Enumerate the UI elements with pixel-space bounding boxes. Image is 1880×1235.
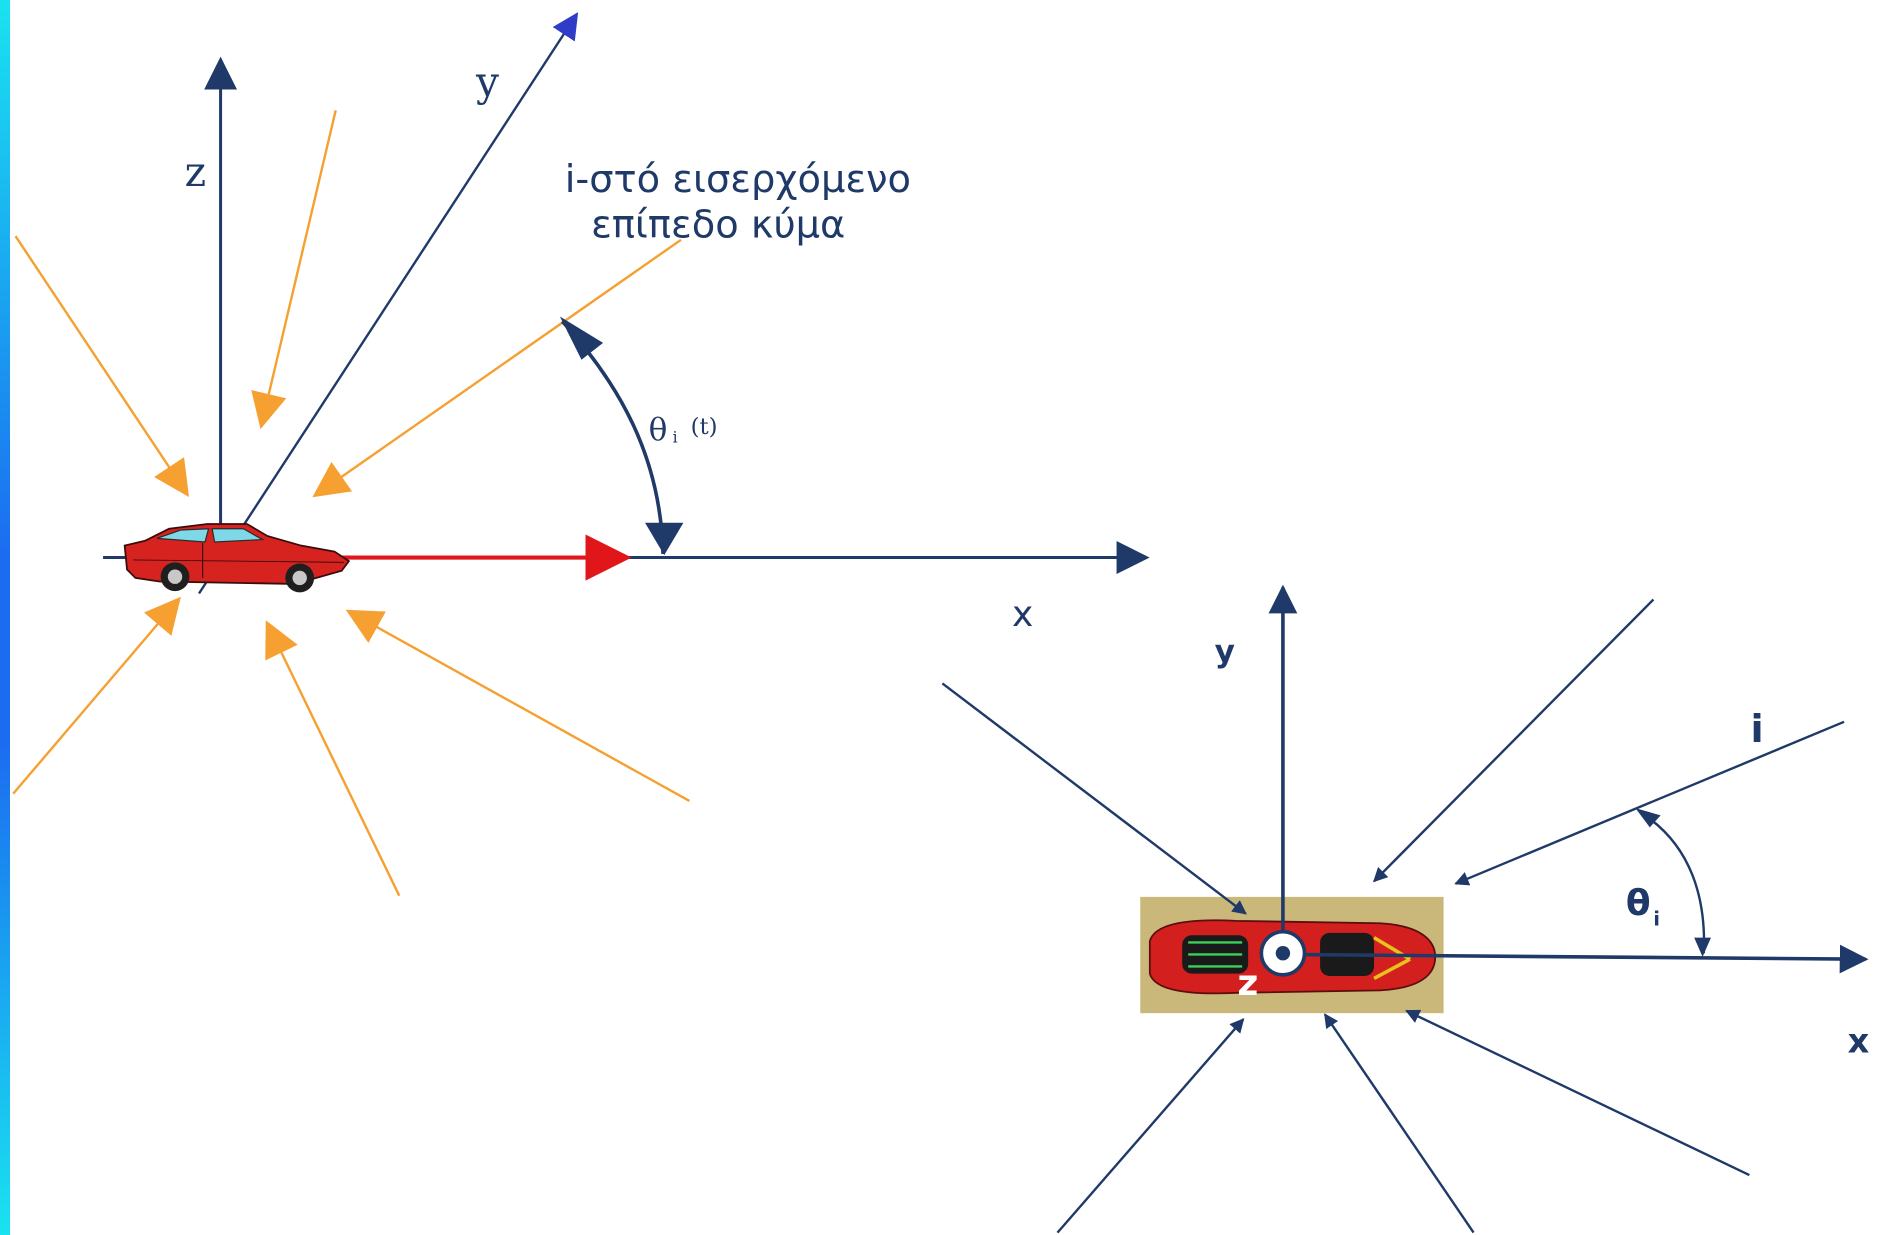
y-axis-label: y [475,58,499,106]
incoming-wave-arrow [345,609,690,802]
x-axis-label: x [1012,594,1033,635]
y-axis-label: y [1215,634,1235,670]
angle-label-sub: i [673,428,678,446]
right-diagram: y x z i θ i [941,584,1870,1234]
slide-edge-bar [0,0,10,1235]
incoming-wave-arrow [1373,598,1655,883]
angle-arc-head-top [559,316,604,360]
wave-label-line2: επίπεδο κύμα [591,202,845,247]
angle-arc [1640,811,1706,954]
wave-label-i: i [1751,707,1764,752]
angle-arc-head-bottom [645,522,684,556]
z-axis-label: z [1237,963,1258,1004]
incoming-wave-arrow [1056,1018,1245,1234]
angle-label-sub: i [1653,908,1660,931]
z-axis-label: z [185,148,206,196]
angle-arc-head-bottom [1694,937,1711,957]
incoming-wave-arrow [1405,1009,1750,1177]
incoming-wave-arrow [251,110,337,430]
wave-label-line1: i-στό εισερχόμενο [565,157,911,202]
incoming-wave-arrow [14,235,190,497]
incoming-wave-arrow [1323,1013,1475,1234]
incoming-wave-arrow-i [1454,720,1845,886]
incoming-wave-arrow-i [312,238,682,498]
x-axis-label: x [1848,1022,1870,1061]
angle-label-arg: (t) [691,414,718,440]
incoming-wave-arrow [265,620,401,897]
car-side-view-icon [123,523,351,593]
incoming-wave-arrow [12,596,181,795]
z-axis-dot [1275,946,1291,961]
left-diagram: z y x i-στό εισερχόμενο επίπεδο κύμα θ i… [12,12,1150,897]
y-axis [197,12,579,595]
angle-label-theta: θ [649,412,668,448]
angle-arc-head-top [1635,808,1661,828]
x-axis [1282,944,1869,974]
angle-label-theta: θ [1626,883,1651,924]
incoming-wave-arrow [941,682,1247,915]
